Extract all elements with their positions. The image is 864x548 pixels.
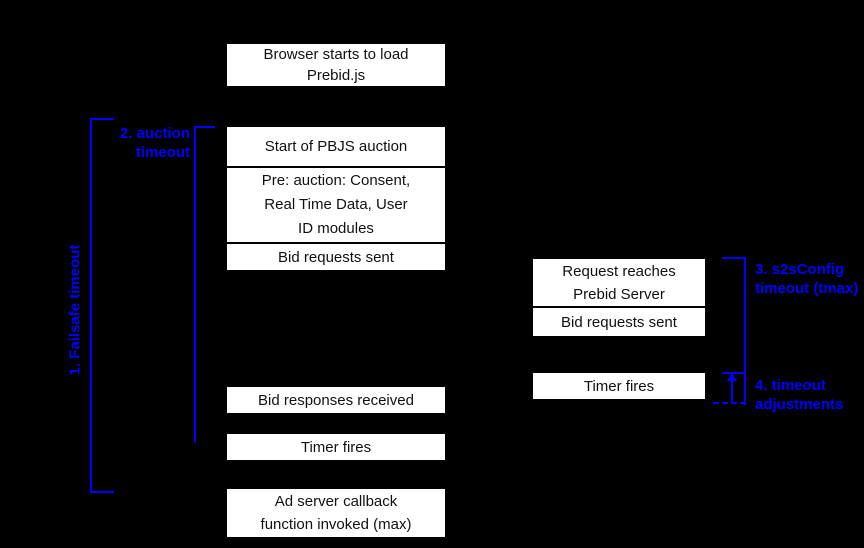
box-pre-auction-modules: Pre: auction: Consent, Real Time Data, U…: [227, 168, 445, 242]
failsafe-timeout-bracket: [90, 118, 114, 493]
label-s2sconfig-timeout: 3. s2sConfig timeout (tmax): [755, 261, 859, 297]
label-auction-timeout: 2. auction timeout: [119, 125, 190, 161]
box-start-of-pbjs-auction: Start of PBJS auction: [227, 127, 445, 166]
box-ad-server-callback: Ad server callback function invoked (max…: [227, 489, 445, 537]
label-timeout-adjustments: 4. timeout adjustments: [755, 377, 844, 413]
auction-timeout-bracket: [194, 126, 215, 443]
s2s-timeout-bracket-line: [744, 257, 746, 405]
timeout-adjustment-dashed-line: [713, 402, 746, 404]
box-timer-fires-client: Timer fires: [227, 434, 445, 460]
box-bid-responses-received: Bid responses received: [227, 387, 445, 413]
box-browser-starts-load: Browser starts to load Prebid.js: [227, 44, 445, 86]
up-arrow-icon: [727, 373, 737, 381]
box-request-reaches-prebid-server: Request reaches Prebid Server: [533, 259, 705, 306]
box-bid-requests-sent-client: Bid requests sent: [227, 244, 445, 270]
label-failsafe-timeout: 1. Failsafe timeout: [66, 244, 84, 376]
box-bid-requests-sent-server: Bid requests sent: [533, 308, 705, 336]
up-arrow-shaft: [731, 380, 733, 402]
box-timer-fires-server: Timer fires: [533, 373, 705, 399]
s2s-timeout-bracket-top-tick: [722, 257, 746, 259]
